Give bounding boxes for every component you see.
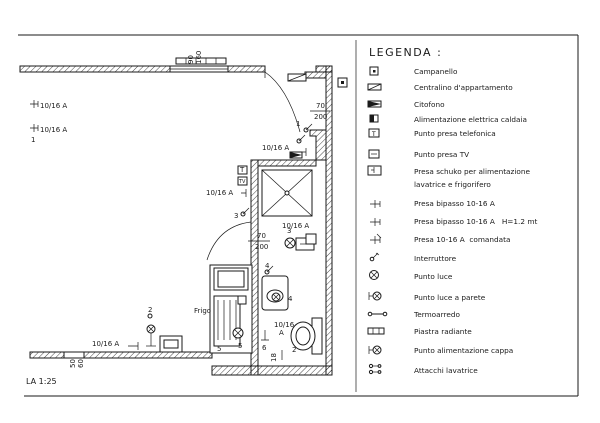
label-1016-a: 10/16 A	[262, 144, 289, 152]
legend-item-label: Presa 10-16 A comandata	[414, 235, 510, 244]
light-point-sink	[271, 292, 281, 302]
tv-socket	[237, 176, 248, 186]
legend: LEGENDA : T	[367, 46, 537, 375]
bottom-dim-2: 60	[77, 359, 85, 368]
label-1016-e2: A	[279, 329, 284, 337]
light-point-bath	[284, 237, 296, 249]
light-point-icon	[369, 270, 379, 280]
distribution-board	[287, 73, 307, 82]
switch-symbols	[147, 123, 313, 319]
floor-plan: 10/16 A 10/16 A 1 90 160 70 200 70 200 1…	[19, 51, 348, 386]
label-1016-e: 10/16	[274, 321, 295, 329]
entry-door-swing	[264, 71, 301, 133]
inner-wall	[304, 71, 327, 79]
num-2b: 2	[292, 346, 296, 354]
legend-item-label: Presa bipasso 10-16 A H=1.2 mt	[414, 217, 537, 226]
num-3a: 3	[234, 212, 238, 220]
top-wall-left	[19, 65, 171, 73]
num-1: 1	[296, 120, 300, 128]
num-5: 5	[217, 345, 221, 353]
legend-title: LEGENDA :	[369, 46, 442, 59]
bottom-wall-right	[211, 365, 333, 376]
intercom-icon	[367, 100, 382, 108]
kitchen-door-swing	[206, 221, 252, 261]
door-dim-top-1: 70	[316, 102, 325, 110]
radiant-panel-top	[175, 57, 227, 65]
door-jamb	[309, 129, 327, 161]
scale-label: LA 1:25	[26, 377, 57, 386]
num-4b: 4	[288, 295, 293, 303]
bell-icon	[369, 66, 379, 76]
num-4a: 4	[265, 262, 270, 270]
bottom-wall-left	[29, 351, 65, 359]
legend-item-label: Punto presa telefonica	[414, 129, 496, 138]
tv-socket-icon	[368, 149, 380, 159]
shower-tray	[261, 169, 313, 217]
label-1016-b: 10/16 A	[206, 189, 233, 197]
towel-radiator-icon	[367, 311, 388, 317]
legend-item-label: Punto presa TV	[414, 150, 469, 159]
num-tv: TV	[238, 179, 246, 185]
window-dim-2: 160	[195, 51, 203, 64]
schuko-socket-icon	[367, 165, 382, 176]
light-point-left	[146, 324, 156, 347]
washer-connection-icon	[368, 363, 382, 375]
label-1016-d: 10/16 A	[92, 340, 119, 348]
legend-item-label: Citofono	[414, 100, 445, 109]
bottom-wall-mid	[83, 351, 213, 359]
switch-icon	[369, 252, 380, 262]
shower-top-wall	[257, 159, 317, 167]
fridge	[159, 335, 183, 353]
legend-item-label: Punto alimentazione cappa	[414, 346, 513, 355]
top-wall-mid	[227, 65, 266, 73]
door-dim-top-2: 200	[314, 113, 327, 121]
legend-item-label: Punto luce a parete	[414, 293, 486, 302]
distribution-board-icon	[367, 83, 382, 91]
boiler-supply-icon	[369, 114, 379, 123]
num-3b: 3	[287, 227, 291, 235]
radiant-panel-icon	[367, 327, 385, 335]
bottom-dim-1: 50	[69, 359, 77, 368]
door-dim-mid-2: 200	[255, 243, 268, 251]
legend-item-label: Piastra radiante	[414, 327, 472, 336]
legend-item-label: Centralino d'appartamento	[414, 83, 513, 92]
svg-text:T: T	[371, 131, 376, 138]
wall-light-icon	[368, 291, 382, 301]
legend-item-label: Attacchi lavatrice	[414, 366, 478, 375]
switched-socket-icon	[370, 233, 382, 244]
telephone-socket-icon: T	[368, 128, 380, 138]
outlet-label-left-1: 10/16 A	[40, 102, 67, 110]
sheet-frame	[18, 34, 579, 397]
bipasso-socket-icon	[370, 200, 381, 208]
legend-item-label: Alimentazione elettrica caldaia	[414, 115, 527, 124]
label-frigo: Frigo	[194, 307, 211, 315]
legend-item-label-line2: lavatrice e frigorifero	[414, 180, 491, 189]
legend-item-label: Termoarredo	[413, 310, 460, 319]
num-5b: 5	[238, 342, 242, 350]
outlet-label-left-2: 10/16 A	[40, 126, 67, 134]
num-2: 2	[148, 306, 152, 314]
telephone-socket	[237, 165, 248, 175]
legend-item-label: Presa bipasso 10-16 A	[414, 199, 495, 208]
legend-item-label: Campanello	[414, 67, 458, 76]
window-bottom	[63, 351, 85, 359]
hood-supply-icon	[368, 345, 382, 355]
kitchen-counter	[209, 264, 253, 354]
num-6: 6	[262, 344, 267, 352]
legend-item-label: Punto luce	[414, 272, 453, 281]
door-dim-mid-1: 70	[257, 232, 266, 240]
num-t: T	[239, 166, 245, 174]
legend-item-label: Interruttore	[414, 254, 457, 263]
outlet-symbols	[30, 100, 307, 360]
legend-item-label: Presa schuko per alimentazione	[414, 167, 530, 176]
light-point-kitchen	[232, 327, 244, 339]
toilet	[290, 317, 323, 355]
num-18: 18	[270, 353, 278, 362]
bipasso-high-socket-icon	[370, 218, 381, 226]
outlet-num-left-2: 1	[31, 136, 35, 144]
label-1016-c: 10/16 A	[282, 222, 309, 230]
boiler-supply	[305, 233, 317, 245]
window-dim-1: 90	[187, 55, 195, 64]
